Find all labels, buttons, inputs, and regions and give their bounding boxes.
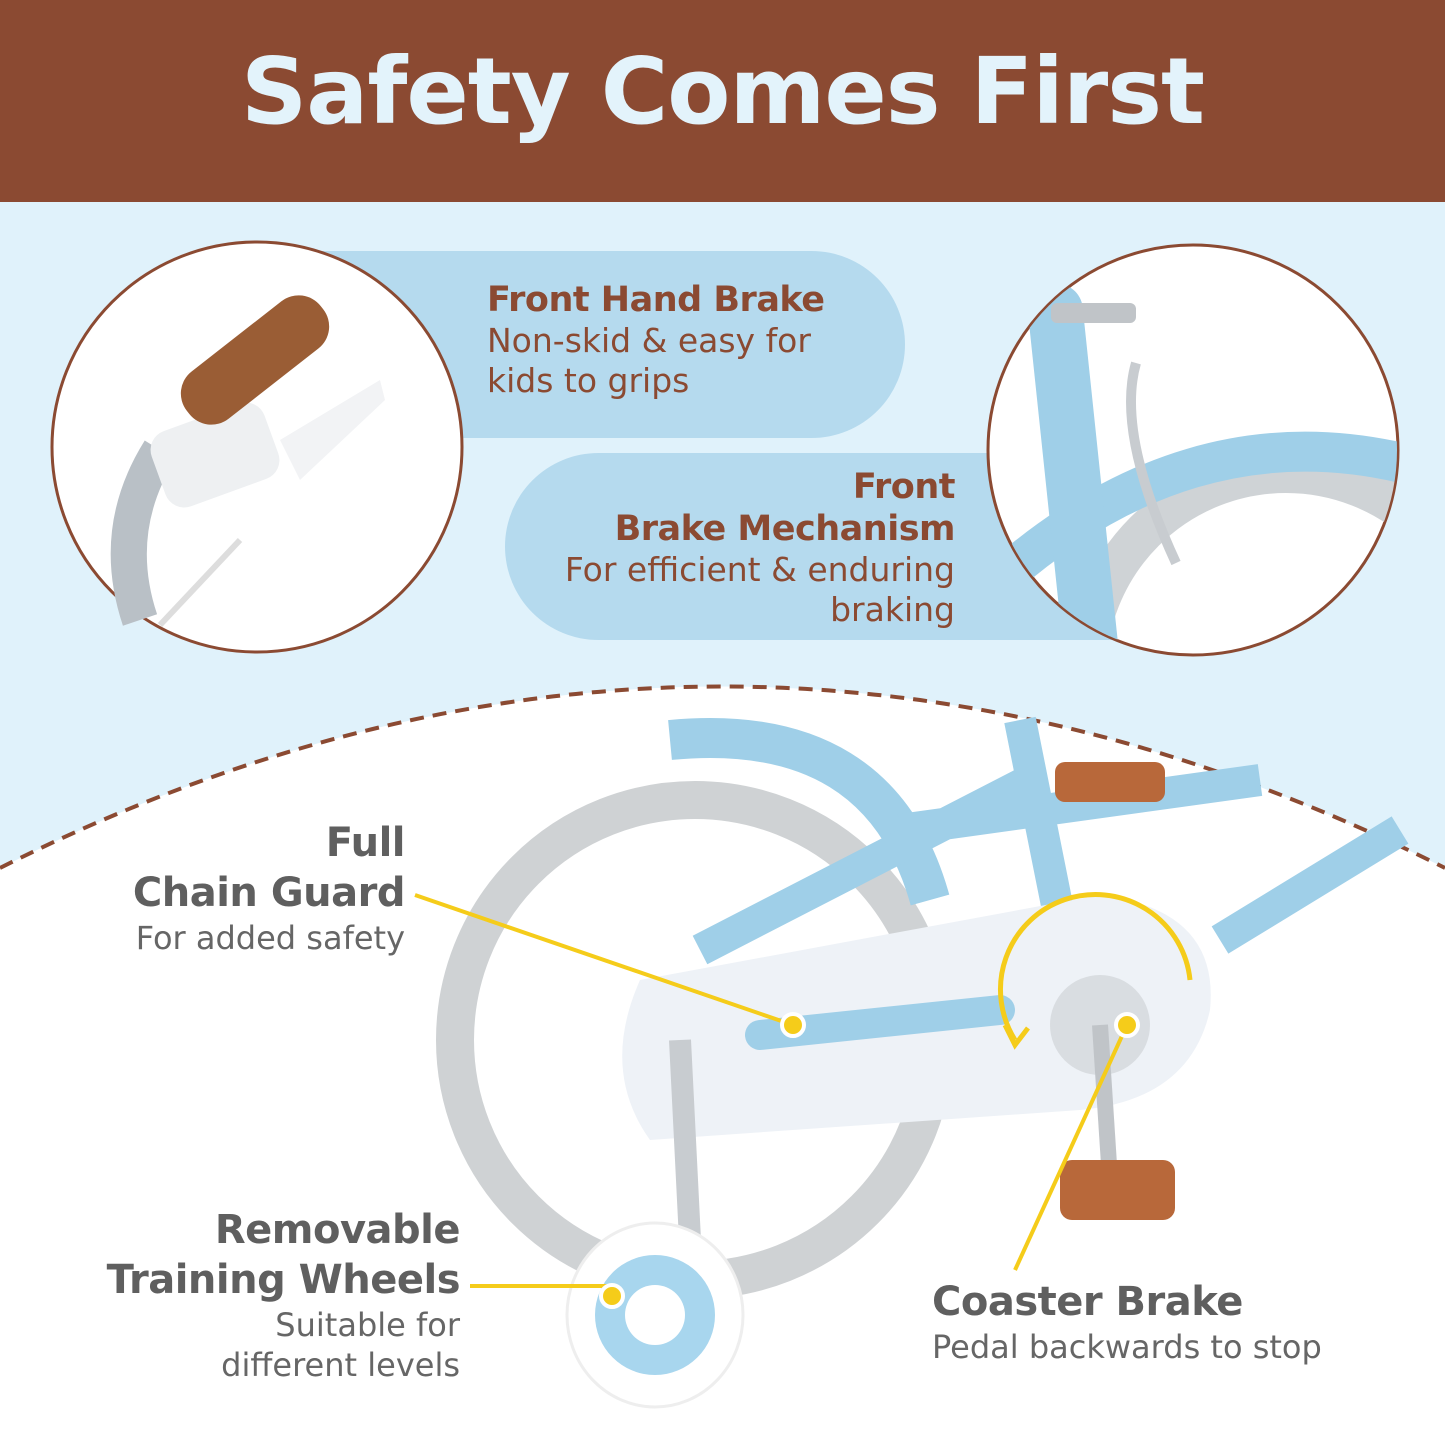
front-hand-brake-desc-2: kids to grips [487,361,690,400]
training-wheels-title-2: Training Wheels [106,1257,461,1303]
page-title: Safety Comes First [240,38,1205,145]
bike-image [414,716,1409,1409]
front-brake-image [986,243,1400,657]
chain-guard-text: Full Chain Guard For added safety [132,818,406,958]
chain-guard-title-1: Full [325,820,406,866]
training-wheels-title-1: Removable [214,1207,461,1253]
front-brake-mechanism-text: Front Brake Mechanism For efficient & en… [564,466,956,630]
front-hand-brake-desc-1: Non-skid & easy for [487,321,811,360]
front-hand-brake-title: Front Hand Brake [487,280,825,320]
chain-guard-desc: For added safety [135,919,405,957]
chain-guard-pointer-line [414,893,794,1027]
training-wheels-text: Removable Training Wheels Suitable for d… [106,1205,461,1385]
coaster-brake-pointer-line [1013,1024,1129,1271]
front-brake-mechanism-desc-1: For efficient & enduring [564,550,955,589]
front-brake-mechanism-title-2: Brake Mechanism [614,509,956,549]
chain-guard-title-2: Chain Guard [132,870,406,916]
training-wheels-desc-2: different levels [221,1346,460,1384]
coaster-brake-desc: Pedal backwards to stop [932,1328,1322,1366]
front-brake-mechanism-desc-2: braking [830,590,955,629]
header-banner [0,0,1445,202]
front-brake-mechanism-title-1: Front [852,467,956,507]
coaster-brake-title: Coaster Brake [932,1279,1243,1325]
coaster-brake-text: Coaster Brake Pedal backwards to stop [932,1277,1322,1367]
front-hand-brake-text: Front Hand Brake Non-skid & easy for kid… [487,279,825,401]
training-wheels-desc-1: Suitable for [275,1306,460,1344]
hand-brake-image [50,240,464,654]
